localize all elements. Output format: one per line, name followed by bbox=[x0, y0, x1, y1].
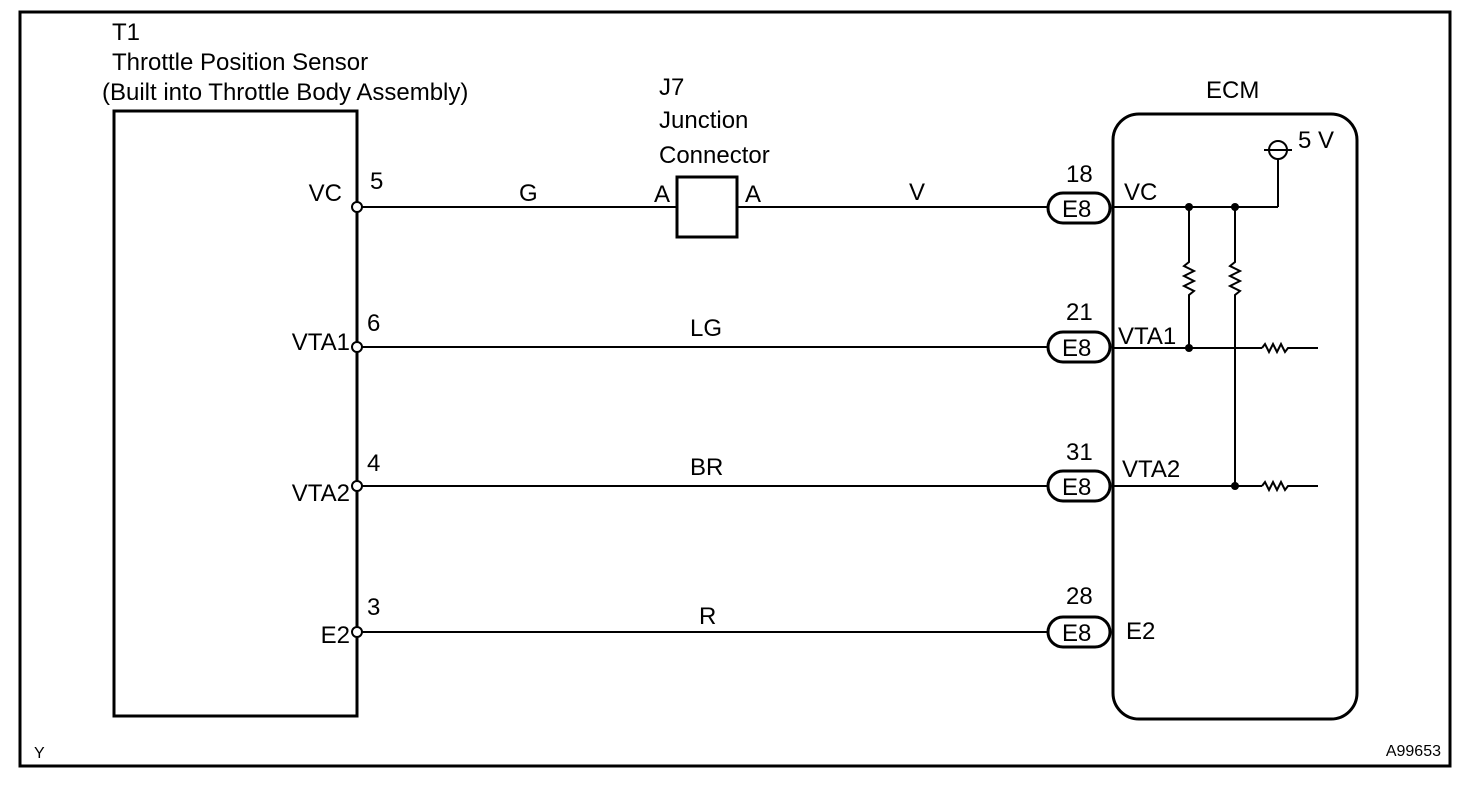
sensor-pin-number-vc: 5 bbox=[370, 168, 383, 195]
supply-voltage: 5 V bbox=[1298, 127, 1334, 154]
node-vta1 bbox=[1185, 344, 1193, 352]
ecm-terminal-e2: E2 bbox=[1126, 618, 1155, 645]
sensor-terminal-vta2: VTA2 bbox=[292, 480, 350, 507]
connector-label-vta1: E8 bbox=[1062, 335, 1091, 362]
connector-e8-e2 bbox=[1046, 615, 1112, 649]
footer-left-mark: Y bbox=[34, 745, 45, 762]
ecm-title: ECM bbox=[1206, 77, 1259, 104]
circuit-vta1: VTA1 6 LG 21 E8 VTA1 bbox=[292, 299, 1318, 364]
node-vta2 bbox=[1231, 482, 1239, 490]
wire-color-vc-a: G bbox=[519, 180, 538, 207]
junction-line2: Connector bbox=[659, 142, 770, 169]
sensor-terminal-e2: E2 bbox=[321, 622, 350, 649]
circuit-e2: E2 3 R 28 E8 E2 bbox=[321, 583, 1156, 649]
junction-line1: Junction bbox=[659, 107, 748, 134]
ecm-terminal-vta1: VTA1 bbox=[1118, 323, 1176, 350]
junction-pin-left: A bbox=[654, 181, 670, 208]
wire-color-e2: R bbox=[699, 603, 716, 630]
connector-label-vc: E8 bbox=[1062, 196, 1091, 223]
ecm-pin-number-vta2: 31 bbox=[1066, 439, 1093, 466]
ecm-terminal-vta2: VTA2 bbox=[1122, 456, 1180, 483]
ecm-pin-number-vc: 18 bbox=[1066, 161, 1093, 188]
sensor-pin-e2 bbox=[351, 626, 363, 638]
sensor-pin-number-e2: 3 bbox=[367, 594, 380, 621]
sensor-pin-number-vta2: 4 bbox=[367, 450, 380, 477]
junction-connector-box bbox=[675, 175, 739, 239]
ecm-box bbox=[1111, 112, 1359, 721]
pullup-resistor-vta2 bbox=[1227, 207, 1243, 486]
sensor-terminal-vc: VC bbox=[309, 180, 342, 207]
input-resistor-vta1 bbox=[1261, 341, 1318, 355]
diagram-frame bbox=[18, 10, 1452, 768]
sensor-pin-vta2 bbox=[351, 480, 363, 492]
sensor-pin-number-vta1: 6 bbox=[367, 310, 380, 337]
connector-e8-vta2 bbox=[1046, 469, 1112, 503]
connector-label-e2: E8 bbox=[1062, 620, 1091, 647]
sensor-pin-vc bbox=[351, 201, 363, 213]
connector-label-vta2: E8 bbox=[1062, 474, 1091, 501]
ecm-pin-number-e2: 28 bbox=[1066, 583, 1093, 610]
sensor-name: Throttle Position Sensor bbox=[112, 49, 368, 76]
pullup-resistor-vta1 bbox=[1181, 207, 1197, 348]
sensor-note: (Built into Throttle Body Assembly) bbox=[102, 79, 468, 106]
wire-color-vta1: LG bbox=[690, 315, 722, 342]
circuit-vta2: VTA2 4 BR 31 E8 VTA2 bbox=[292, 439, 1318, 507]
circuit-vc: VC 5 G V 18 E8 VC bbox=[309, 161, 1278, 225]
junction-id: J7 bbox=[659, 74, 684, 101]
sensor-terminal-vta1: VTA1 bbox=[292, 329, 350, 356]
connector-e8-vc bbox=[1046, 191, 1112, 225]
figure-id: A99653 bbox=[1386, 743, 1441, 760]
wire-color-vc-b: V bbox=[909, 179, 925, 206]
sensor-id: T1 bbox=[112, 19, 140, 46]
ecm-pin-number-vta1: 21 bbox=[1066, 299, 1093, 326]
wire-color-vta2: BR bbox=[690, 454, 723, 481]
input-resistor-vta2 bbox=[1261, 479, 1318, 493]
sensor-box bbox=[112, 109, 359, 718]
junction-pin-right: A bbox=[745, 181, 761, 208]
sensor-pin-vta1 bbox=[351, 341, 363, 353]
ecm-terminal-vc: VC bbox=[1124, 179, 1157, 206]
connector-e8-vta1 bbox=[1046, 330, 1112, 364]
